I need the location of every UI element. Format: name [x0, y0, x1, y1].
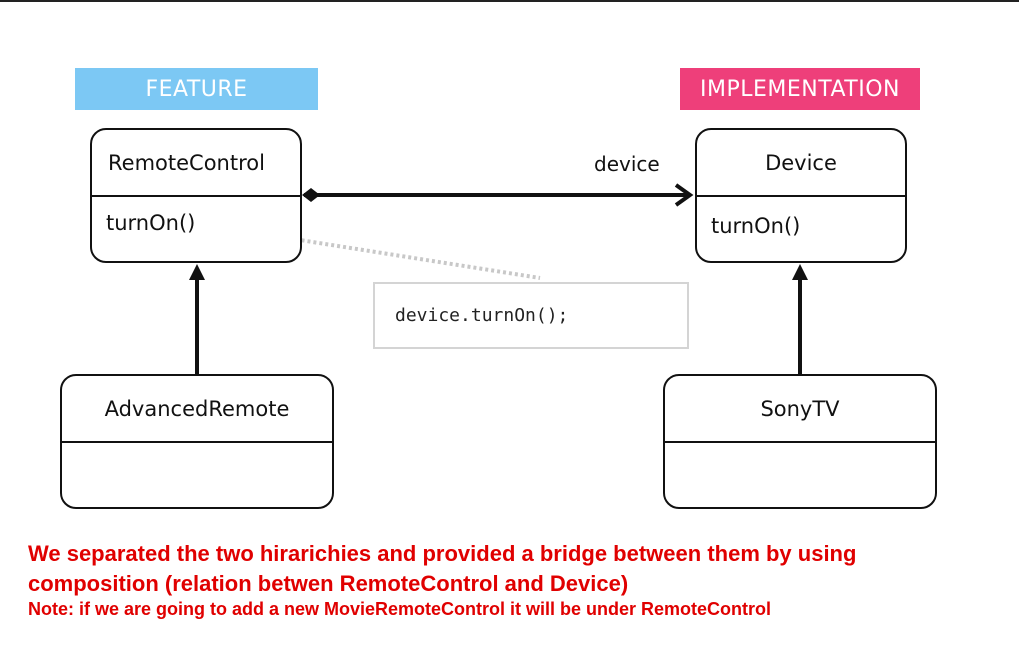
composition-diamond	[302, 188, 320, 202]
code-note: device.turnOn();	[373, 282, 689, 349]
class-name: SonyTV	[665, 376, 935, 443]
inheritance-arrow-right	[792, 264, 808, 280]
caption-note: Note: if we are going to add a new Movie…	[28, 599, 772, 619]
class-method: turnOn()	[711, 214, 801, 238]
association-arrowhead	[674, 183, 694, 207]
class-sony-tv: SonyTV	[663, 374, 937, 509]
association-label: device	[594, 152, 660, 176]
class-name: AdvancedRemote	[62, 376, 332, 443]
class-name: Device	[697, 130, 905, 197]
class-advanced-remote: AdvancedRemote	[60, 374, 334, 509]
caption-line-2: composition (relation betwen RemoteContr…	[28, 571, 629, 596]
top-border	[0, 0, 1019, 2]
feature-tag: FEATURE	[75, 68, 318, 110]
inheritance-arrow-left	[189, 264, 205, 280]
class-device: Device turnOn()	[695, 128, 907, 263]
class-remote-control: RemoteControl turnOn()	[90, 128, 302, 263]
caption-line-1: We separated the two hirarichies and pro…	[28, 541, 857, 566]
class-name: RemoteControl	[92, 130, 300, 197]
class-method: turnOn()	[106, 211, 196, 235]
implementation-tag: IMPLEMENTATION	[680, 68, 920, 110]
